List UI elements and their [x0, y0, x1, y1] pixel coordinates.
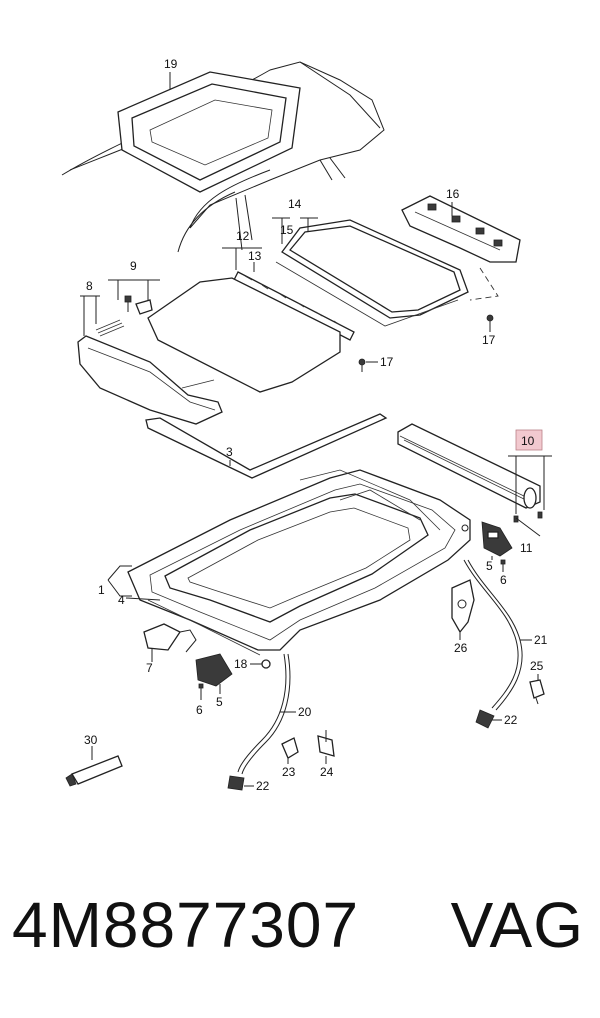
part-26-bracket [451, 579, 475, 634]
part-24-clip [317, 730, 335, 757]
part-number: 4M8877307 [12, 889, 360, 961]
part-19-roof-seal [117, 71, 301, 193]
part-18-grommet [261, 659, 271, 669]
part-12-front-glass [147, 277, 341, 393]
sunroof-exploded-diagram: 19 16 14 15 12 13 9 8 17 17 3 10 11 1 4 … [61, 57, 552, 793]
part-16-bracket [401, 195, 521, 301]
callout-labels: 19 16 14 15 12 13 9 8 17 17 3 10 11 1 4 … [84, 57, 548, 793]
callout-19: 19 [164, 57, 178, 71]
callout-13: 13 [248, 249, 262, 263]
part-20-drain-tube [227, 653, 291, 791]
part-5-motor-left [195, 653, 233, 687]
callout-7: 7 [146, 661, 153, 675]
part-1-main-frame [127, 469, 471, 656]
callout-17-upper: 17 [482, 333, 496, 347]
callout-5-left: 5 [216, 695, 223, 709]
leader-lines [80, 72, 552, 787]
callout-14: 14 [288, 197, 302, 211]
part-13-seal-strip [233, 271, 355, 341]
part-21-drain-tube [463, 559, 523, 729]
part-15-rear-glass [275, 219, 469, 327]
callout-23: 23 [282, 765, 296, 779]
callout-11: 11 [520, 541, 533, 555]
part-7-control-module [143, 623, 197, 653]
part-23-clip [281, 737, 299, 759]
part-6-screw-right [500, 559, 506, 572]
callout-30: 30 [84, 733, 98, 747]
callout-6-left: 6 [196, 703, 203, 717]
part-5-motor-right [481, 521, 513, 557]
callout-1: 1 [98, 583, 105, 597]
callout-16: 16 [446, 187, 460, 201]
callout-15: 15 [280, 223, 294, 237]
part-25-clip [529, 679, 545, 705]
callout-24: 24 [320, 765, 334, 779]
part-17-screw-upper [486, 314, 494, 328]
callout-22-left: 22 [256, 779, 270, 793]
brand-name: VAG [450, 889, 584, 961]
callout-17-lower: 17 [380, 355, 394, 369]
callout-9: 9 [130, 259, 137, 273]
part-17-screw-lower [358, 358, 366, 372]
part-6-screw-left [198, 683, 204, 700]
callout-26: 26 [454, 641, 468, 655]
part-8-front-deflector [77, 335, 223, 425]
callout-8: 8 [86, 279, 93, 293]
callout-3: 3 [226, 445, 233, 459]
callout-6-right: 6 [500, 573, 507, 587]
callout-20: 20 [298, 705, 312, 719]
callout-25: 25 [530, 659, 544, 673]
callout-4: 4 [118, 593, 125, 607]
part-10-roller-blind [397, 423, 543, 523]
callout-21: 21 [534, 633, 548, 647]
callout-10: 10 [521, 434, 535, 448]
callout-22-right: 22 [504, 713, 518, 727]
part-3-seal [145, 413, 388, 479]
callout-12: 12 [236, 229, 250, 243]
part-9-clips [95, 295, 153, 337]
callout-10-highlight [515, 429, 543, 451]
callout-5-right: 5 [486, 559, 493, 573]
callout-18: 18 [234, 657, 248, 671]
part-30-grease-tube [65, 755, 123, 787]
